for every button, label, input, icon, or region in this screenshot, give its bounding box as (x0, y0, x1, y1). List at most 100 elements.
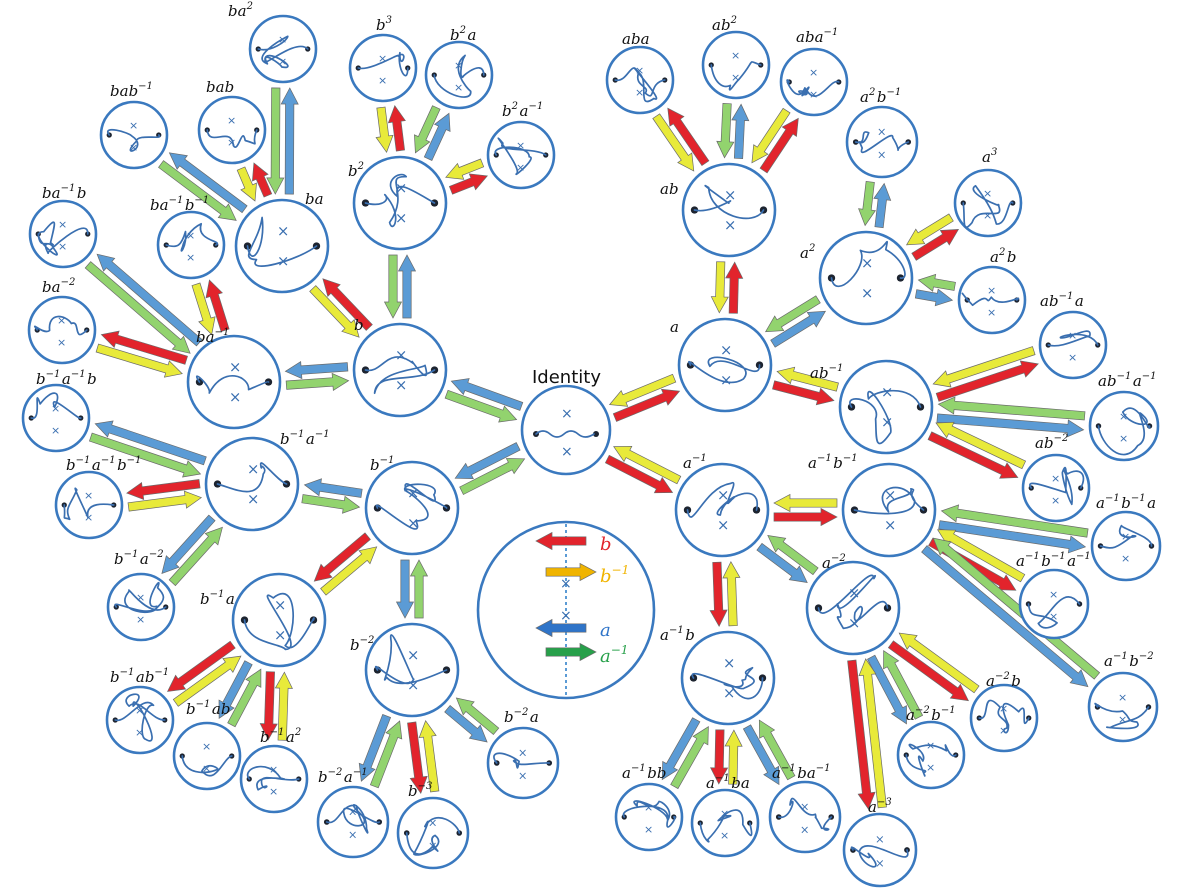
node-circle (677, 317, 773, 413)
puncture-lower-icon: × (983, 209, 992, 222)
puncture-upper-icon: × (51, 402, 60, 415)
node-label: b−2 a (504, 707, 539, 726)
puncture-lower-icon: × (644, 823, 653, 836)
node-label: a2 b (990, 247, 1016, 266)
puncture-lower-icon: × (875, 856, 885, 870)
braid-strand (830, 240, 906, 287)
node-b-inv-ab: × × b−1 ab (172, 699, 242, 791)
puncture-upper-icon: × (861, 255, 873, 272)
edge-arrow-back (285, 372, 350, 392)
edge-arrow-back (932, 346, 1036, 388)
node-ba-inv-b: ××ba−1 b (28, 183, 98, 269)
node-label: ba−2 (42, 277, 77, 296)
puncture-upper-icon: × (202, 740, 211, 753)
node-bab-inv: ××bab−1 (99, 81, 169, 170)
node-circle (156, 210, 226, 280)
node-label: a (670, 318, 679, 336)
node-label: ba2 (228, 1, 254, 20)
edge-arrow-back (84, 261, 191, 354)
puncture-upper-icon: × (277, 223, 289, 240)
braid-strand (243, 592, 315, 651)
puncture-lower-icon: × (635, 86, 644, 99)
puncture-upper-icon: × (135, 704, 144, 717)
node-a-inv-b-inv-a-inv: ××a−1 b−1 a−1 (1016, 551, 1091, 640)
edge-arrow-back (227, 668, 262, 728)
puncture-upper-icon: × (635, 64, 644, 77)
puncture-lower-icon: × (202, 762, 211, 775)
edge-arrow-forward (911, 229, 960, 261)
node-label: b3 (376, 15, 393, 34)
edge-arrow-back (710, 261, 729, 314)
edge-arrow-back (418, 719, 440, 793)
node-aba: ××aba (605, 30, 675, 115)
node-ba: ××ba (234, 190, 330, 294)
node-a2b: ××a2 b (957, 247, 1027, 335)
node-label: b−1 (370, 455, 396, 474)
node-ab-inv2: ××ab−2 (1021, 433, 1091, 523)
puncture-upper-icon: × (378, 52, 387, 65)
puncture-lower-icon: × (57, 336, 66, 349)
edge-arrow-back (905, 213, 954, 246)
braid-strand (1027, 596, 1081, 629)
edge-arrow-back (158, 160, 237, 221)
edge-arrow-back (266, 87, 285, 195)
braid-strand (114, 581, 167, 613)
edge-arrow-forward (284, 360, 349, 380)
puncture-upper-icon: × (731, 49, 740, 62)
braid-strand (246, 765, 300, 791)
node-circle (520, 384, 612, 476)
edge-arrow-back (375, 106, 394, 154)
puncture-lower-icon: × (274, 627, 286, 644)
braid-strand (691, 666, 764, 700)
braid-strand (688, 356, 761, 384)
edge-arrow-forward (847, 659, 876, 810)
edge-arrow-forward (259, 671, 278, 741)
node-b-inv2-a: ××b−2 a (486, 707, 560, 800)
edge-arrow-forward (303, 478, 363, 498)
puncture-upper-icon: × (348, 805, 357, 818)
edge-arrow-back (88, 432, 202, 478)
puncture-upper-icon: × (717, 487, 729, 504)
braid-strand (30, 392, 82, 419)
edge-arrow-back (444, 389, 518, 423)
node-circle (99, 100, 169, 170)
puncture-lower-icon: × (58, 240, 67, 253)
node-label: a−1 b−1 (808, 453, 859, 472)
node-b2: ××b2 (348, 155, 448, 251)
edge-arrow-back (858, 658, 887, 809)
puncture-upper-icon: × (644, 801, 653, 814)
node-circle (172, 721, 242, 791)
edge-arrow-back (758, 719, 796, 781)
puncture-lower-icon: × (720, 829, 729, 842)
puncture-upper-icon: × (561, 406, 573, 422)
puncture-lower-icon: × (1051, 494, 1060, 507)
braid-strand (405, 816, 461, 856)
puncture-upper-icon: × (395, 347, 407, 364)
puncture-lower-icon: × (1049, 610, 1058, 623)
edge-arrow-back (773, 493, 838, 513)
edge-arrow-forward (454, 442, 521, 479)
node-ab: ××ab (660, 162, 777, 258)
edges-layer (84, 87, 1101, 810)
puncture-upper-icon: × (518, 746, 527, 759)
node-label: b−3 (408, 781, 434, 800)
node-circle (838, 359, 934, 455)
node-label: b−1 ab (186, 699, 230, 718)
puncture-lower-icon: × (454, 81, 463, 94)
node-label: ba−1 (196, 327, 231, 346)
braid-strand (375, 483, 448, 530)
edge-arrow-forward (218, 660, 253, 719)
braid-strand (33, 315, 88, 336)
puncture-lower-icon: × (378, 74, 387, 87)
edge-arrow-back (917, 273, 956, 292)
edge-arrow-forward (731, 103, 750, 159)
puncture-upper-icon: × (720, 807, 729, 820)
braid-strand (246, 216, 318, 267)
edge-arrow-forward (725, 261, 744, 314)
puncture-lower-icon: × (1119, 432, 1128, 445)
node-circle (316, 785, 390, 859)
identity-label: Identity (532, 367, 601, 388)
edge-arrow-back (767, 535, 819, 576)
edge-arrow-back (776, 366, 839, 392)
edge-arrow-back (608, 373, 677, 407)
